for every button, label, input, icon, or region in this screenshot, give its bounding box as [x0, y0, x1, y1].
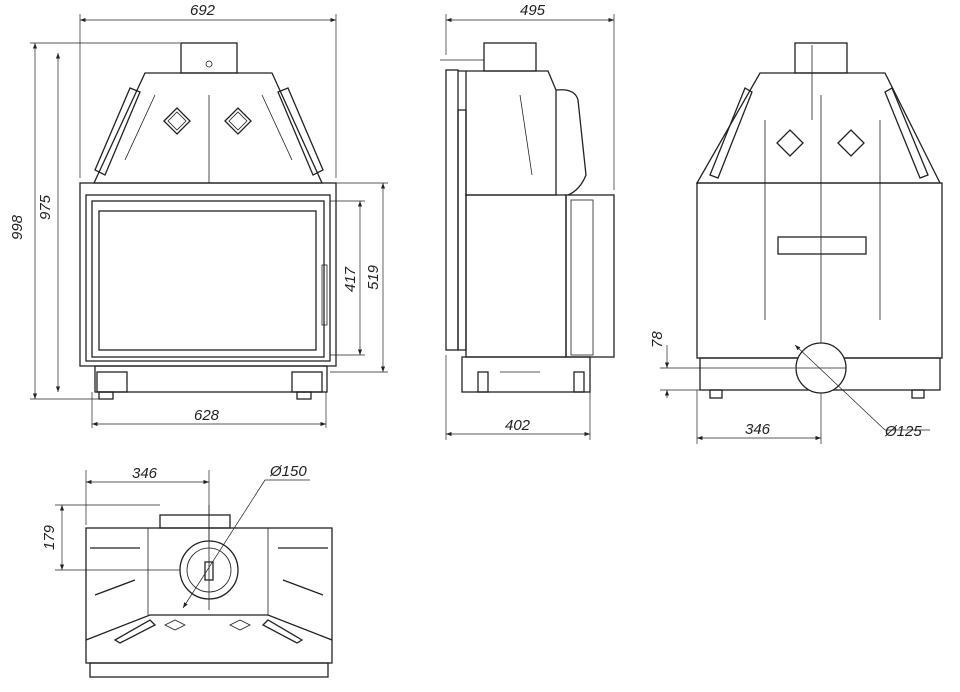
dim-top-flue-diameter: Ø150: [269, 463, 307, 480]
rear-dimensions: 78 346 Ø125: [649, 331, 930, 444]
dim-base-width: 628: [194, 407, 220, 424]
dim-rear-flue-offset: 346: [745, 421, 771, 438]
dim-door-height: 519: [365, 264, 382, 290]
dim-total-height: 998: [9, 214, 26, 240]
top-dimensions: 346 Ø150 179: [41, 463, 310, 609]
dim-side-depth: 495: [520, 2, 546, 19]
dim-top-flue-offset: 346: [132, 465, 158, 482]
dim-base-depth: 402: [505, 417, 531, 434]
dim-flue-height: 78: [649, 331, 666, 348]
side-view: [440, 42, 615, 393]
side-dimensions: 495 402: [445, 2, 615, 440]
dim-body-height: 975: [37, 194, 54, 220]
rear-view: [695, 42, 943, 399]
front-view: [79, 42, 337, 400]
dim-rear-flue-diameter: Ø125: [884, 423, 922, 440]
dim-top-flue-depth: 179: [41, 524, 58, 550]
dim-glass-height: 417: [342, 266, 359, 292]
front-dimensions: 692 998 975 417 519 628: [9, 2, 388, 428]
dim-front-width: 692: [190, 2, 216, 19]
